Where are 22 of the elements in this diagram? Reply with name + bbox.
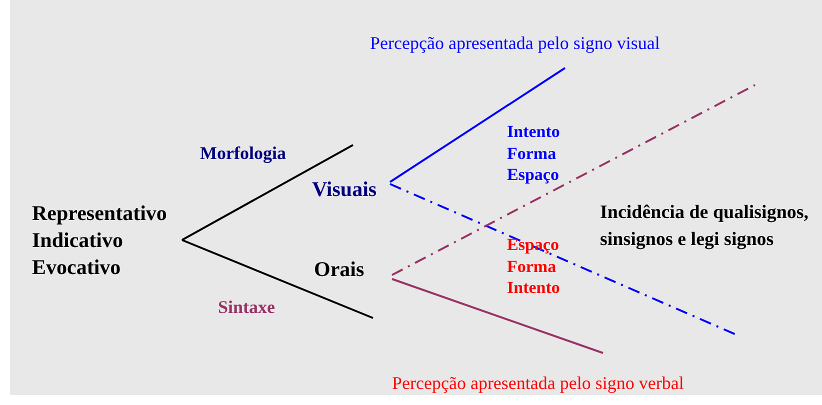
term-text: Representativo (32, 200, 168, 227)
caption-text: Percepção apresentada pelo signo visual (370, 32, 660, 54)
branch-label: Sintaxe (218, 296, 276, 318)
line (182, 239, 374, 319)
list-item: Forma (507, 143, 556, 165)
list-item: Intento (507, 121, 560, 143)
list-item: Forma (507, 256, 556, 278)
caption-text: Percepção apresentada pelo signo verbal (392, 372, 684, 394)
line (389, 67, 566, 183)
term-text: Evocativo (32, 254, 122, 281)
list-item: Espaço (507, 164, 559, 186)
note-text: Incidência de qualisignos, sinsignos e legi signos (600, 201, 810, 252)
line (392, 278, 604, 354)
dash-dot-line (390, 183, 738, 336)
branch-label: Morfologia (200, 142, 286, 164)
term-text: Indicativo (32, 227, 124, 254)
dash-dot-line (392, 84, 756, 276)
line (182, 144, 354, 241)
term-text: Orais (314, 256, 366, 283)
term-text: Visuais (312, 176, 378, 203)
list-item: Intento (507, 277, 560, 299)
list-item: Espaço (507, 234, 559, 256)
